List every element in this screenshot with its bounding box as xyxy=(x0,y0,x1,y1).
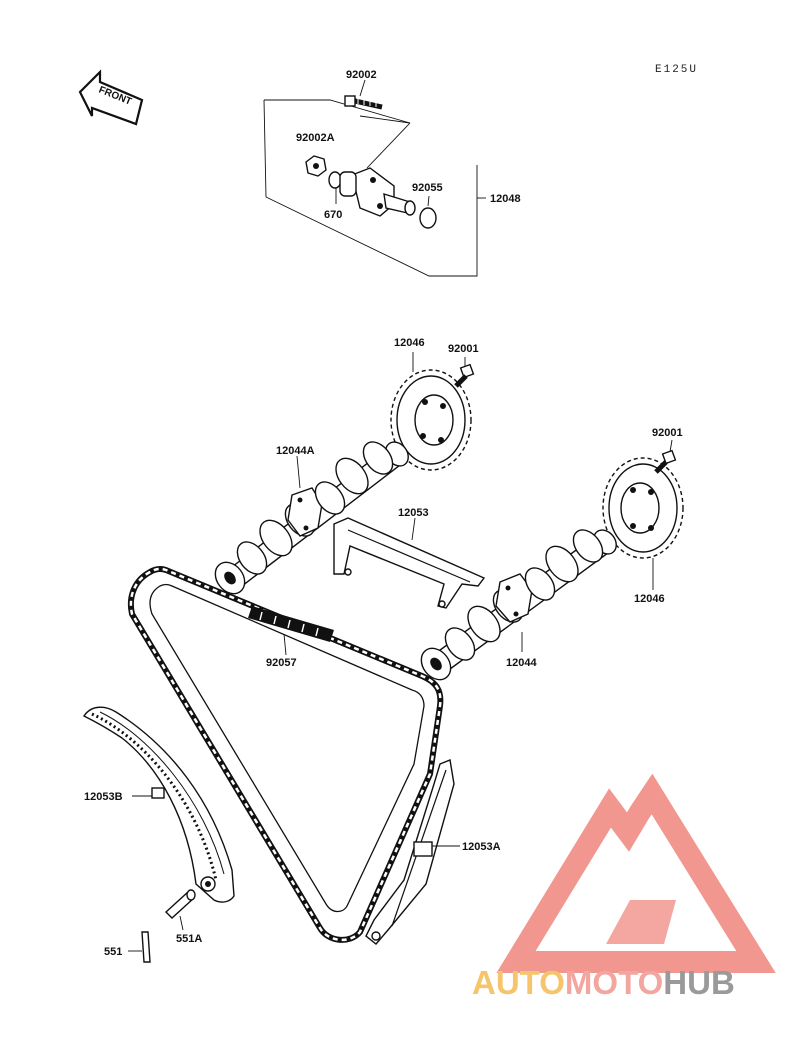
sprocket-12046-left xyxy=(390,369,472,471)
guide-12053B xyxy=(82,706,235,903)
label-12044A: 12044A xyxy=(276,445,315,457)
label-92002A: 92002A xyxy=(296,132,335,144)
label-92055: 92055 xyxy=(412,182,443,194)
label-551: 551 xyxy=(104,946,122,958)
nut-92002A xyxy=(305,155,327,177)
diagram-code: E125U xyxy=(655,64,698,76)
label-92001-left: 92001 xyxy=(448,343,479,355)
label-670: 670 xyxy=(324,209,342,221)
label-12053B: 12053B xyxy=(84,791,123,803)
watermark-auto: AUTO xyxy=(472,964,565,1001)
camshaft-12044 xyxy=(420,529,617,681)
guide-12053 xyxy=(333,517,486,609)
pin-551A xyxy=(164,889,196,919)
label-12053: 12053 xyxy=(398,507,429,519)
pin-551 xyxy=(141,931,151,963)
label-92002: 92002 xyxy=(346,69,377,81)
tensioner-assembly xyxy=(263,79,486,277)
front-arrow-icon: FRONT xyxy=(78,69,144,126)
label-12053A: 12053A xyxy=(462,841,501,853)
label-12048: 12048 xyxy=(490,193,521,205)
watermark-text: AUTOMOTOHUB xyxy=(472,964,735,1001)
label-551A: 551A xyxy=(176,933,202,945)
camshaft-12044A xyxy=(214,441,409,595)
watermark-moto: MOTO xyxy=(565,964,663,1001)
bolt-92001-right xyxy=(654,449,677,474)
automotohub-logo xyxy=(496,773,776,973)
cam-chain-92057 xyxy=(128,565,444,943)
label-12044: 12044 xyxy=(506,657,537,669)
oring-670 xyxy=(328,171,342,189)
oring-92055 xyxy=(419,207,437,229)
watermark-hub: HUB xyxy=(663,964,735,1001)
guide-12053A xyxy=(365,759,455,945)
label-92001-right: 92001 xyxy=(652,427,683,439)
label-12046-right: 12046 xyxy=(634,593,665,605)
label-92057: 92057 xyxy=(266,657,297,669)
sprocket-12046-right xyxy=(602,457,684,559)
label-12046-left: 12046 xyxy=(394,337,425,349)
bolt-92001-left xyxy=(454,363,475,388)
tensioner-body xyxy=(339,167,416,217)
bolt-92002 xyxy=(344,95,383,110)
